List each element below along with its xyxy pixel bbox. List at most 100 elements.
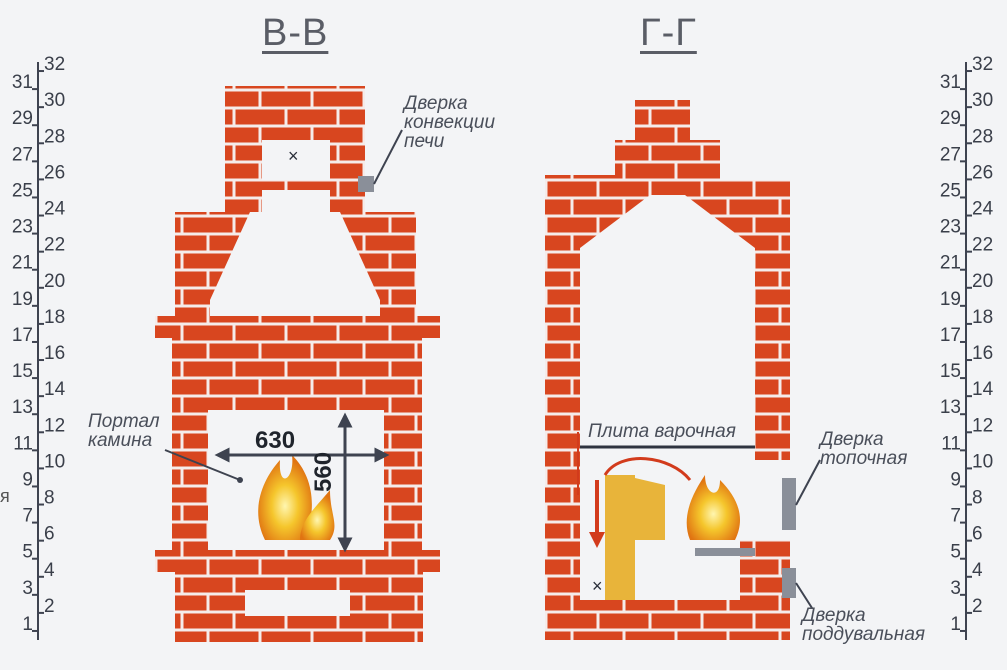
left-scale-label-odd: 11 (13, 433, 33, 454)
left-scale-label-even: 8 (44, 488, 55, 509)
left-scale-label-even: 16 (44, 343, 65, 364)
left-scale-label-even: 26 (44, 162, 65, 183)
left-scale-label-odd: 23 (12, 217, 33, 238)
section-title-bb: В-В (262, 12, 329, 54)
height-dimension-label: 560 (310, 451, 337, 492)
left-scale-label-even: 22 (44, 235, 65, 256)
stove-section-gg (545, 100, 821, 640)
right-scale-label-even: 14 (972, 379, 994, 400)
right-scale-label-odd: 29 (940, 108, 961, 129)
right-scale-label-even: 30 (972, 90, 993, 111)
stove-crown (635, 100, 690, 140)
right-scale-label-even: 28 (972, 126, 993, 147)
left-scale-label-odd: 25 (12, 180, 33, 201)
ash-door-icon (782, 568, 796, 598)
right-scale-label-odd: 19 (940, 289, 961, 310)
right-scale-label-odd: 3 (950, 578, 961, 599)
right-scale-label-even: 20 (972, 271, 993, 292)
right-scale-label-odd: 23 (940, 217, 961, 238)
left-scale-label-even: 20 (44, 271, 65, 292)
left-scale-label-odd: 1 (22, 614, 33, 635)
label-line: Дверка (404, 93, 468, 114)
convection-door-label: Дверка конвекции печи (404, 94, 495, 151)
label-line: поддувальная (802, 624, 926, 645)
left-scale-label-even: 10 (44, 451, 65, 472)
label-line: печи (404, 131, 445, 152)
right-scale-label-even: 8 (972, 488, 983, 509)
label-line: Дверка (802, 605, 866, 626)
label-line: камина (88, 430, 153, 451)
label-line: Дверка (820, 429, 884, 450)
x-marker-convection: × (288, 146, 299, 166)
right-scale-label-even: 2 (972, 596, 983, 617)
left-scale-label-odd: 7 (22, 506, 33, 527)
right-scale-label-even: 4 (972, 560, 983, 581)
label-line: топочная (820, 448, 908, 469)
right-scale-label-even: 12 (972, 415, 993, 436)
right-scale-label-odd: 13 (940, 397, 961, 418)
right-scale-label-even: 22 (972, 235, 993, 256)
right-scale-label-odd: 15 (940, 361, 961, 382)
left-scale-label-even: 14 (44, 379, 66, 400)
height-scales: 3230282624222018161412108642312927252321… (12, 54, 994, 640)
convection-channel (262, 140, 330, 180)
fire-door-label: Дверка топочная (820, 430, 907, 468)
left-scale-label-odd: 17 (12, 325, 33, 346)
left-scale-label-odd: 29 (12, 108, 33, 129)
left-scale-label-even: 12 (44, 415, 65, 436)
left-scale-label-even: 2 (44, 596, 55, 617)
right-scale-label-odd: 11 (941, 433, 961, 454)
left-scale-label-even: 4 (44, 560, 55, 581)
right-scale-label-odd: 21 (940, 253, 961, 274)
left-scale-label-odd: 15 (12, 361, 33, 382)
right-scale-label-odd: 7 (950, 506, 961, 527)
right-scale-label-even: 32 (972, 54, 993, 75)
cooking-plate-label: Плита варочная (588, 421, 736, 442)
right-scale-label-even: 6 (972, 524, 983, 545)
left-scale-label-odd: 19 (12, 289, 33, 310)
right-scale-label-even: 26 (972, 162, 993, 183)
neck-opening (262, 190, 330, 212)
fire-door-icon (782, 478, 796, 530)
right-scale-label-odd: 25 (940, 180, 961, 201)
left-scale-label-even: 32 (44, 54, 65, 75)
right-scale-label-odd: 27 (940, 144, 961, 165)
left-scale-label-odd: 31 (12, 72, 33, 93)
width-dimension-label: 630 (255, 427, 296, 454)
left-scale-label-even: 30 (44, 90, 65, 111)
right-scale-label-odd: 9 (950, 469, 961, 490)
right-scale-label-odd: 31 (940, 72, 961, 93)
left-scale-label-even: 6 (44, 524, 55, 545)
chimney-block (605, 475, 635, 600)
left-scale-label-odd: 3 (22, 578, 33, 599)
label-line: конвекции (404, 112, 496, 133)
right-scale-label-even: 16 (972, 343, 993, 364)
x-marker-cleanout: × (592, 576, 603, 596)
left-scale-label-odd: 21 (12, 253, 33, 274)
hearth-slab (155, 550, 440, 572)
base-opening (245, 590, 350, 616)
portal-label: Портал камина (88, 412, 160, 450)
right-scale-label-odd: 5 (950, 542, 961, 563)
mantel-shelf (155, 316, 440, 338)
fire-icon-small (300, 490, 335, 540)
left-scale-label-even: 28 (44, 126, 65, 147)
fireplace-section-bb (155, 86, 440, 642)
left-scale-label-odd: 5 (22, 542, 33, 563)
gas-flow-arrow (603, 457, 692, 481)
left-scale-label-odd: 13 (12, 397, 33, 418)
ash-door-label: Дверка поддувальная (802, 606, 925, 644)
section-title-gg: Г-Г (640, 12, 697, 54)
left-scale-label-even: 18 (44, 307, 65, 328)
edge-text-fragment: я (0, 486, 10, 506)
right-scale-label-even: 18 (972, 307, 993, 328)
left-scale-label-odd: 9 (22, 469, 33, 490)
fire-icon-stove (686, 475, 740, 540)
right-scale-label-odd: 17 (940, 325, 961, 346)
stove-upper-cavity (580, 195, 755, 450)
left-scale-label-odd: 27 (12, 144, 33, 165)
left-scale-label-even: 24 (44, 199, 66, 220)
right-scale-label-even: 10 (972, 451, 993, 472)
